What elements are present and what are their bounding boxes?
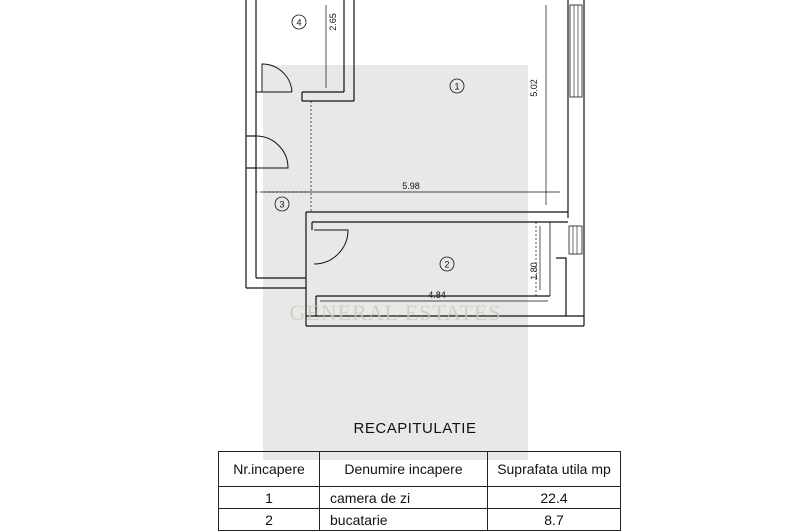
recap-table: Nr.incapere Denumire incapere Suprafata … [218,451,621,531]
header-area: Suprafata utila mp [487,451,621,487]
watermark-band [263,65,528,460]
room-number-1: 1 [454,82,459,92]
room-number-2: 2 [444,260,449,270]
dimension-room2-height: 1.80 [529,262,539,280]
dimension-room1-height: 5.02 [529,79,539,97]
dimension-room2-width: 4.84 [428,290,446,300]
window-room2 [568,225,583,255]
dimension-room4-height: 2.65 [328,13,338,31]
window-room1 [569,4,583,98]
floor-plan-drawing: 4 1 3 2 2.65 5.02 5.98 1.80 4.84 [245,0,585,327]
room-number-circle-4 [291,14,307,30]
room-number-circle-2 [439,256,455,272]
cell-nr: 2 [218,508,320,531]
door-room2 [313,229,349,265]
room-number-circle-1 [449,78,465,94]
header-name: Denumire incapere [319,451,488,487]
room-number-3: 3 [279,200,284,210]
cell-name: camera de zi [319,486,488,509]
cell-area: 8.7 [487,508,621,531]
watermark-brand: GENERAL ESTATES [289,300,502,325]
door-entrance [255,135,289,169]
recap-header-row: Nr.incapere Denumire incapere Suprafata … [218,451,621,487]
room-number-circle-3 [274,196,290,212]
recap-title: RECAPITULATIE [353,420,477,437]
table-row: 2 bucatarie 8.7 [218,508,621,531]
dimension-room1-width: 5.98 [402,181,420,191]
cell-area: 22.4 [487,486,621,509]
table-row: 1 camera de zi 22.4 [218,486,621,509]
cell-name: bucatarie [319,508,488,531]
cell-nr: 1 [218,486,320,509]
room-number-4: 4 [296,18,301,28]
door-room4 [261,63,293,93]
header-nr: Nr.incapere [218,451,320,487]
